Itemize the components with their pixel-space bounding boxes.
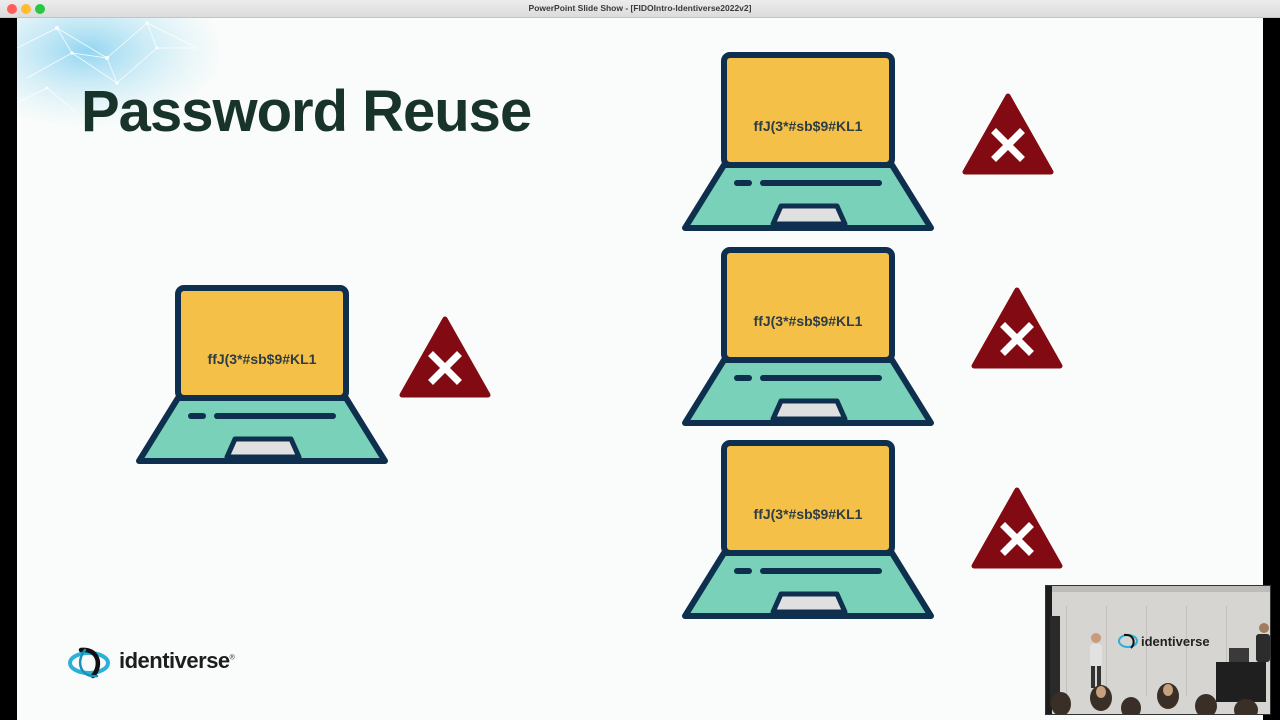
password-text: ffJ(3*#sb$9#KL1 <box>753 118 863 134</box>
logo-text: identiverse® <box>119 648 235 673</box>
identiverse-logo: identiverse® <box>67 646 247 680</box>
fullscreen-window-button[interactable] <box>35 4 45 14</box>
slide-title: Password Reuse <box>81 79 532 144</box>
laptop-bottom: ffJ(3*#sb$9#KL1 <box>681 440 935 620</box>
password-text: ffJ(3*#sb$9#KL1 <box>753 313 863 329</box>
password-text: ffJ(3*#sb$9#KL1 <box>207 351 317 367</box>
video-logo-text: identiverse <box>1141 634 1210 649</box>
laptop-icon <box>136 285 388 464</box>
laptop-icon <box>682 247 934 426</box>
window-title: PowerPoint Slide Show - [FIDOIntro-Ident… <box>528 3 752 13</box>
warning-x-icon <box>971 487 1063 569</box>
laptop-icon <box>682 52 934 231</box>
laptop-icon <box>682 440 934 619</box>
speaker-video-overlay: identiverse <box>1045 585 1271 715</box>
network-decoration <box>17 18 217 128</box>
laptop-middle: ffJ(3*#sb$9#KL1 <box>681 247 935 427</box>
warning-x-icon <box>962 93 1054 175</box>
laptop-single: ffJ(3*#sb$9#KL1 <box>135 285 389 465</box>
close-window-button[interactable] <box>7 4 17 14</box>
minimize-window-button[interactable] <box>21 4 31 14</box>
warning-x-icon <box>971 287 1063 369</box>
warning-x-icon <box>399 316 491 398</box>
laptop-top: ffJ(3*#sb$9#KL1 <box>681 52 935 232</box>
stage-scene-image <box>1046 586 1270 714</box>
password-text: ffJ(3*#sb$9#KL1 <box>753 506 863 522</box>
window-titlebar: PowerPoint Slide Show - [FIDOIntro-Ident… <box>0 0 1280 18</box>
identiverse-swirl-icon <box>68 647 110 679</box>
